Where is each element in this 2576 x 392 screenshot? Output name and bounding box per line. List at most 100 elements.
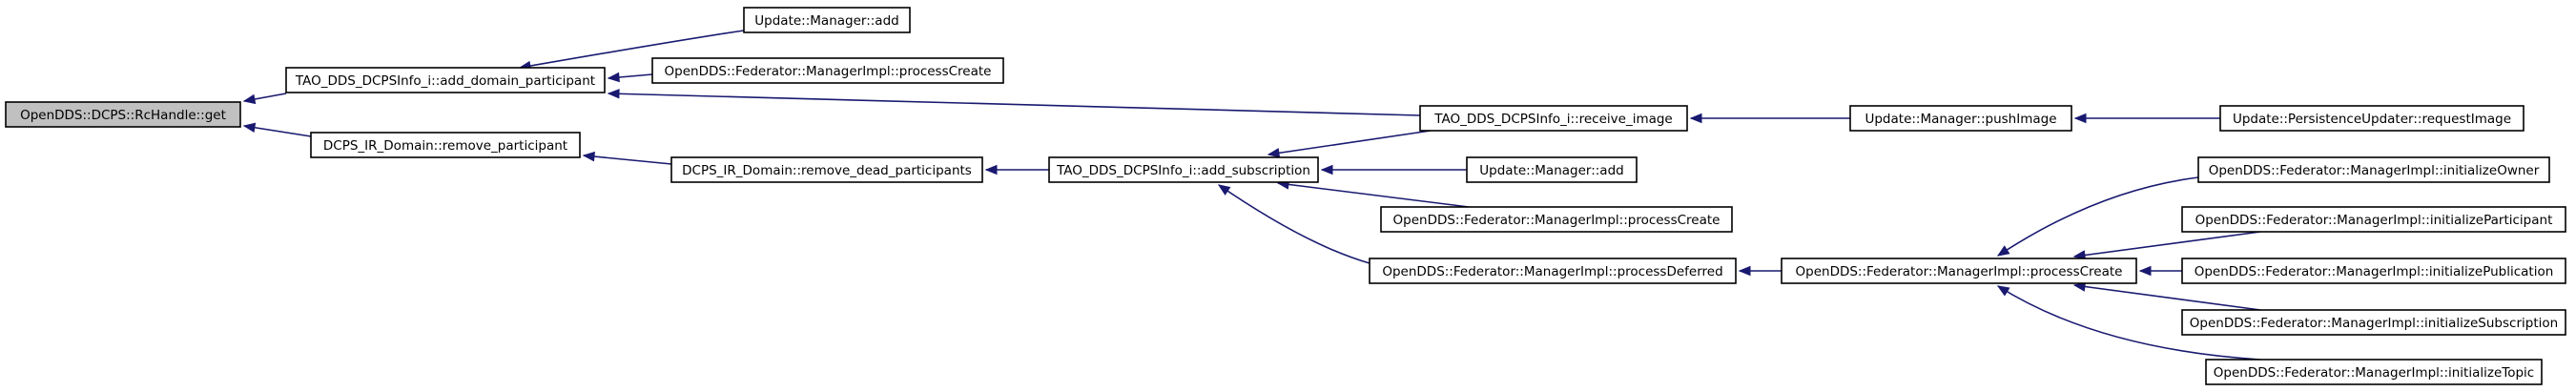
edge-n8-to-n5 — [1689, 113, 1850, 124]
node-update-manager-add[interactable]: Update::Manager::add — [743, 7, 911, 33]
node-opendds-federator-managerimpl-initializetopic[interactable]: OpenDDS::Federator::ManagerImpl::initial… — [2205, 359, 2543, 385]
edge-line — [608, 93, 1421, 116]
node-opendds-federator-managerimpl-initializepublication[interactable]: OpenDDS::Federator::ManagerImpl::initial… — [2181, 258, 2566, 284]
edge-line — [519, 30, 745, 69]
node-label: TAO_DDS_DCPSInfo_i::receive_image — [1433, 112, 1673, 127]
node-label: OpenDDS::Federator::ManagerImpl::process… — [1382, 264, 1722, 279]
arrow-head — [1996, 245, 2010, 257]
node-dcps-ir-domain-remove-participant[interactable]: DCPS_IR_Domain::remove_participant — [310, 132, 581, 158]
arrow-head — [582, 151, 595, 162]
node-box — [1048, 156, 1319, 183]
arrow-head — [242, 93, 257, 105]
node-label: OpenDDS::Federator::ManagerImpl::process… — [1393, 213, 1721, 228]
root-node-box — [5, 101, 241, 128]
node-label: OpenDDS::Federator::ManagerImpl::initial… — [2195, 264, 2554, 279]
node-label: OpenDDS::Federator::ManagerImpl::initial… — [2209, 163, 2540, 178]
edge-n13-to-n12 — [1738, 265, 1782, 277]
node-box — [285, 67, 606, 93]
node-box — [2197, 156, 2550, 183]
node-box — [1380, 206, 1733, 233]
edge-n15-to-n13 — [2072, 231, 2261, 260]
edge-n12-to-n7 — [1217, 184, 1370, 264]
edge-line — [1997, 176, 2199, 257]
edge-n14-to-n13 — [1996, 176, 2199, 257]
node-label: Update::Manager::pushImage — [1865, 112, 2056, 127]
edge-n9-to-n8 — [2073, 113, 2220, 124]
edge-n16-to-n13 — [2138, 265, 2182, 277]
node-label: Update::Manager::add — [754, 13, 898, 29]
edge-line — [243, 125, 312, 137]
node-opendds-federator-managerimpl-initializesubscription[interactable]: OpenDDS::Federator::ManagerImpl::initial… — [2181, 309, 2566, 336]
edge-n6-to-n2 — [582, 151, 672, 165]
node-label: OpenDDS::Federator::ManagerImpl::initial… — [2190, 316, 2558, 331]
node-tao-dds-dcpsinfo-i-receive-image[interactable]: TAO_DDS_DCPSInfo_i::receive_image — [1419, 105, 1688, 132]
node-opendds-federator-managerimpl-initializeparticipant[interactable]: OpenDDS::Federator::ManagerImpl::initial… — [2181, 206, 2566, 233]
node-update-manager-add[interactable]: Update::Manager::add — [1466, 156, 1638, 183]
edge-n18-to-n13 — [1996, 285, 2261, 361]
node-tao-dds-dcpsinfo-i-add-domain-participant[interactable]: TAO_DDS_DCPSInfo_i::add_domain_participa… — [285, 67, 606, 93]
edge-n1-to-n0 — [242, 93, 287, 105]
node-opendds-federator-managerimpl-processcreate[interactable]: OpenDDS::Federator::ManagerImpl::process… — [1380, 206, 1733, 233]
edge-n10-to-n7 — [1320, 164, 1467, 175]
node-box — [2219, 105, 2524, 132]
node-box — [743, 7, 911, 33]
edge-line — [2073, 284, 2261, 311]
node-update-persistenceupdater-requestimage[interactable]: Update::PersistenceUpdater::requestImage — [2219, 105, 2524, 132]
arrow-head — [2138, 265, 2152, 277]
node-label: TAO_DDS_DCPSInfo_i::add_domain_participa… — [295, 73, 595, 89]
arrow-head — [2073, 113, 2087, 124]
node-box — [310, 132, 581, 158]
node-box — [651, 57, 1004, 84]
arrow-head — [1320, 164, 1333, 175]
edge-n11-to-n7 — [1276, 179, 1470, 208]
node-label: Update::PersistenceUpdater::requestImage — [2233, 112, 2511, 127]
arrow-head — [607, 89, 620, 99]
node-opendds-federator-managerimpl-processcreate[interactable]: OpenDDS::Federator::ManagerImpl::process… — [651, 57, 1004, 84]
node-box — [2181, 309, 2566, 336]
arrow-head — [1996, 285, 2010, 297]
node-box — [2205, 359, 2543, 385]
edge-n4-to-n1 — [607, 72, 653, 83]
node-label: OpenDDS::DCPS::RcHandle::get — [20, 108, 226, 123]
node-update-manager-pushimage[interactable]: Update::Manager::pushImage — [1849, 105, 2072, 132]
arrow-head — [1217, 184, 1231, 196]
node-label: TAO_DDS_DCPSInfo_i::add_subscription — [1056, 163, 1310, 178]
node-opendds-federator-managerimpl-initializeowner[interactable]: OpenDDS::Federator::ManagerImpl::initial… — [2197, 156, 2550, 183]
arrow-head — [607, 72, 620, 83]
edge-line — [583, 155, 672, 165]
node-tao-dds-dcpsinfo-i-add-subscription[interactable]: TAO_DDS_DCPSInfo_i::add_subscription — [1048, 156, 1319, 183]
node-label: DCPS_IR_Domain::remove_dead_participants — [682, 163, 972, 178]
node-label: Update::Manager::add — [1479, 163, 1623, 178]
edge-n7-to-n6 — [984, 164, 1049, 175]
node-box — [1419, 105, 1688, 132]
node-box — [1369, 258, 1737, 284]
node-label: OpenDDS::Federator::ManagerImpl::initial… — [2195, 213, 2553, 228]
edge-line — [1218, 184, 1370, 264]
node-label: DCPS_IR_Domain::remove_participant — [323, 138, 567, 154]
node-label: OpenDDS::Federator::ManagerImpl::process… — [665, 64, 992, 79]
edge-line — [1267, 130, 1432, 155]
node-box — [2181, 258, 2566, 284]
node-opendds-federator-managerimpl-processcreate[interactable]: OpenDDS::Federator::ManagerImpl::process… — [1781, 258, 2137, 284]
arrow-head — [1738, 265, 1751, 277]
node-box — [2181, 206, 2566, 233]
node-label: OpenDDS::Federator::ManagerImpl::process… — [1796, 264, 2123, 279]
edge-line — [1277, 182, 1470, 208]
node-box — [1466, 156, 1638, 183]
edge-n17-to-n13 — [2072, 281, 2261, 311]
node-opendds-dcps-rchandle-get[interactable]: OpenDDS::DCPS::RcHandle::get — [5, 101, 241, 128]
edge-line — [1997, 285, 2261, 361]
node-box — [1781, 258, 2137, 284]
node-label: OpenDDS::Federator::ManagerImpl::initial… — [2214, 365, 2534, 381]
arrow-head — [242, 122, 257, 133]
node-box — [1849, 105, 2072, 132]
edge-n2-to-n0 — [242, 122, 312, 137]
node-dcps-ir-domain-remove-dead-participants[interactable]: DCPS_IR_Domain::remove_dead_participants — [670, 156, 983, 183]
arrow-head — [984, 164, 998, 175]
node-opendds-federator-managerimpl-processdeferred[interactable]: OpenDDS::Federator::ManagerImpl::process… — [1369, 258, 1737, 284]
edge-line — [2073, 231, 2261, 258]
node-box — [670, 156, 983, 183]
edge-n5-to-n1 — [607, 89, 1421, 116]
edge-n5-to-n7 — [1267, 130, 1432, 158]
